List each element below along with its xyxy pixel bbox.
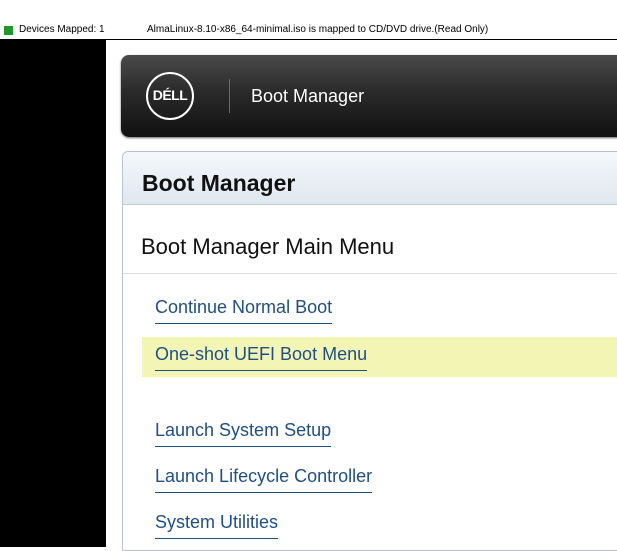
menu-item-continue-normal-boot[interactable]: Continue Normal Boot <box>155 297 333 324</box>
main-menu-heading: Boot Manager Main Menu <box>141 234 395 259</box>
menu-item-one-shot-uefi-boot-menu[interactable]: One-shot UEFI Boot Menu <box>155 344 368 371</box>
status-indicator-icon <box>4 26 13 35</box>
media-mapping-status: AlmaLinux-8.10-x86_64-minimal.iso is map… <box>147 24 489 35</box>
boot-manager-panel: Boot Manager Boot Manager Main Menu Cont… <box>122 151 617 551</box>
heading-divider <box>123 273 617 274</box>
dell-logo-text: DÉLL <box>152 87 188 103</box>
panel-titlebar: Boot Manager <box>123 152 617 205</box>
menu-item-system-utilities[interactable]: System Utilities <box>155 512 279 539</box>
app-header: DÉLL Boot Manager <box>121 55 617 137</box>
dell-logo-icon: DÉLL <box>146 72 194 120</box>
left-black-area <box>0 40 106 547</box>
devices-mapped-text: Devices Mapped: 1 <box>19 24 105 35</box>
menu-item-launch-lifecycle-controller[interactable]: Launch Lifecycle Controller <box>155 466 373 493</box>
header-title: Boot Manager <box>251 86 365 106</box>
menu-item-launch-system-setup[interactable]: Launch System Setup <box>155 420 332 447</box>
status-bar: Devices Mapped: 1 AlmaLinux-8.10-x86_64-… <box>0 0 617 40</box>
panel-title: Boot Manager <box>142 170 296 196</box>
header-divider <box>229 79 230 113</box>
